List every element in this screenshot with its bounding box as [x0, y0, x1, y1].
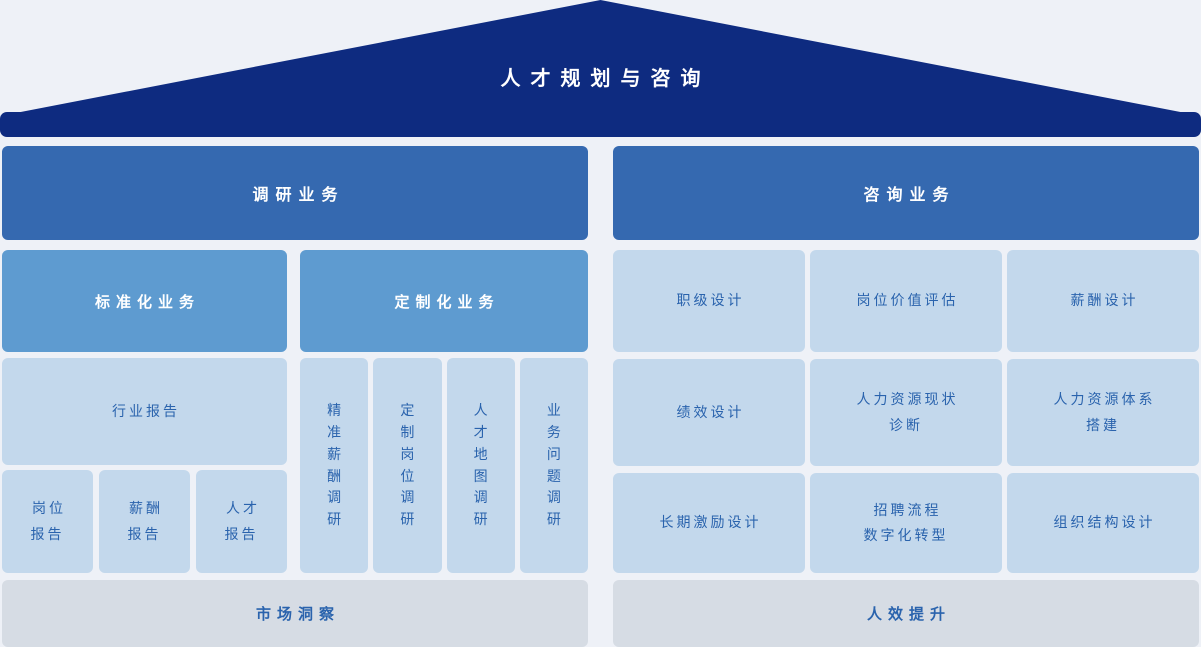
salary-design-cell: 薪酬设计	[1007, 250, 1199, 352]
research-subheader-row: 标准化业务 定制化业务	[2, 250, 588, 352]
efficiency-improvement-footer: 人效提升	[613, 580, 1199, 647]
roof-base-bar	[0, 112, 1201, 137]
industry-report-cell: 行业报告	[2, 358, 287, 465]
precise-salary-survey-cell: 精准薪酬调研	[300, 358, 369, 573]
customized-business-cells: 精准薪酬调研 定制岗位调研 人才地图调研 业务问题调研	[300, 358, 588, 573]
research-column: 调研业务 标准化业务 定制化业务 行业报告 岗位 报告 薪酬 报告 人才 报告 …	[2, 146, 588, 647]
vertical-text: 精准薪酬调研	[327, 402, 342, 527]
vertical-text: 业务问题调研	[546, 402, 561, 527]
roof-triangle-shape	[0, 0, 1201, 116]
vertical-text: 定制岗位调研	[400, 402, 415, 527]
hr-system-building-cell: 人力资源体系 搭建	[1007, 359, 1199, 466]
diagram-title: 人才规划与咨询	[500, 68, 711, 90]
consulting-column: 咨询业务 职级设计 岗位价值评估 薪酬设计 绩效设计 人力资源现状 诊断 人力资…	[613, 146, 1199, 647]
customized-business-header: 定制化业务	[300, 250, 588, 352]
position-report-cell: 岗位 报告	[2, 470, 93, 573]
custom-position-survey-cell: 定制岗位调研	[373, 358, 442, 573]
hr-status-diagnosis-cell: 人力资源现状 诊断	[810, 359, 1002, 466]
grade-design-cell: 职级设计	[613, 250, 805, 352]
research-header: 调研业务	[2, 146, 588, 240]
consulting-grid: 职级设计 岗位价值评估 薪酬设计 绩效设计 人力资源现状 诊断 人力资源体系 搭…	[613, 250, 1199, 573]
recruitment-digital-transformation-cell: 招聘流程 数字化转型	[810, 473, 1002, 573]
content-columns: 调研业务 标准化业务 定制化业务 行业报告 岗位 报告 薪酬 报告 人才 报告 …	[0, 137, 1201, 647]
research-body: 行业报告 岗位 报告 薪酬 报告 人才 报告 精准薪酬调研 定制岗位调研 人才地…	[2, 358, 588, 573]
position-value-evaluation-cell: 岗位价值评估	[810, 250, 1002, 352]
report-cells-row: 岗位 报告 薪酬 报告 人才 报告	[2, 470, 287, 573]
business-problem-survey-cell: 业务问题调研	[519, 358, 588, 573]
talent-report-cell: 人才 报告	[196, 470, 287, 573]
vertical-text: 人才地图调研	[473, 402, 488, 527]
performance-design-cell: 绩效设计	[613, 359, 805, 466]
salary-report-cell: 薪酬 报告	[99, 470, 190, 573]
talent-map-survey-cell: 人才地图调研	[446, 358, 515, 573]
org-structure-design-cell: 组织结构设计	[1007, 473, 1199, 573]
roof: 人才规划与咨询	[0, 0, 1201, 137]
standardized-business-header: 标准化业务	[2, 250, 287, 352]
long-term-incentive-design-cell: 长期激励设计	[613, 473, 805, 573]
standardized-business-cells: 行业报告 岗位 报告 薪酬 报告 人才 报告	[2, 358, 287, 573]
market-insight-footer: 市场洞察	[2, 580, 588, 647]
consulting-header: 咨询业务	[613, 146, 1199, 240]
